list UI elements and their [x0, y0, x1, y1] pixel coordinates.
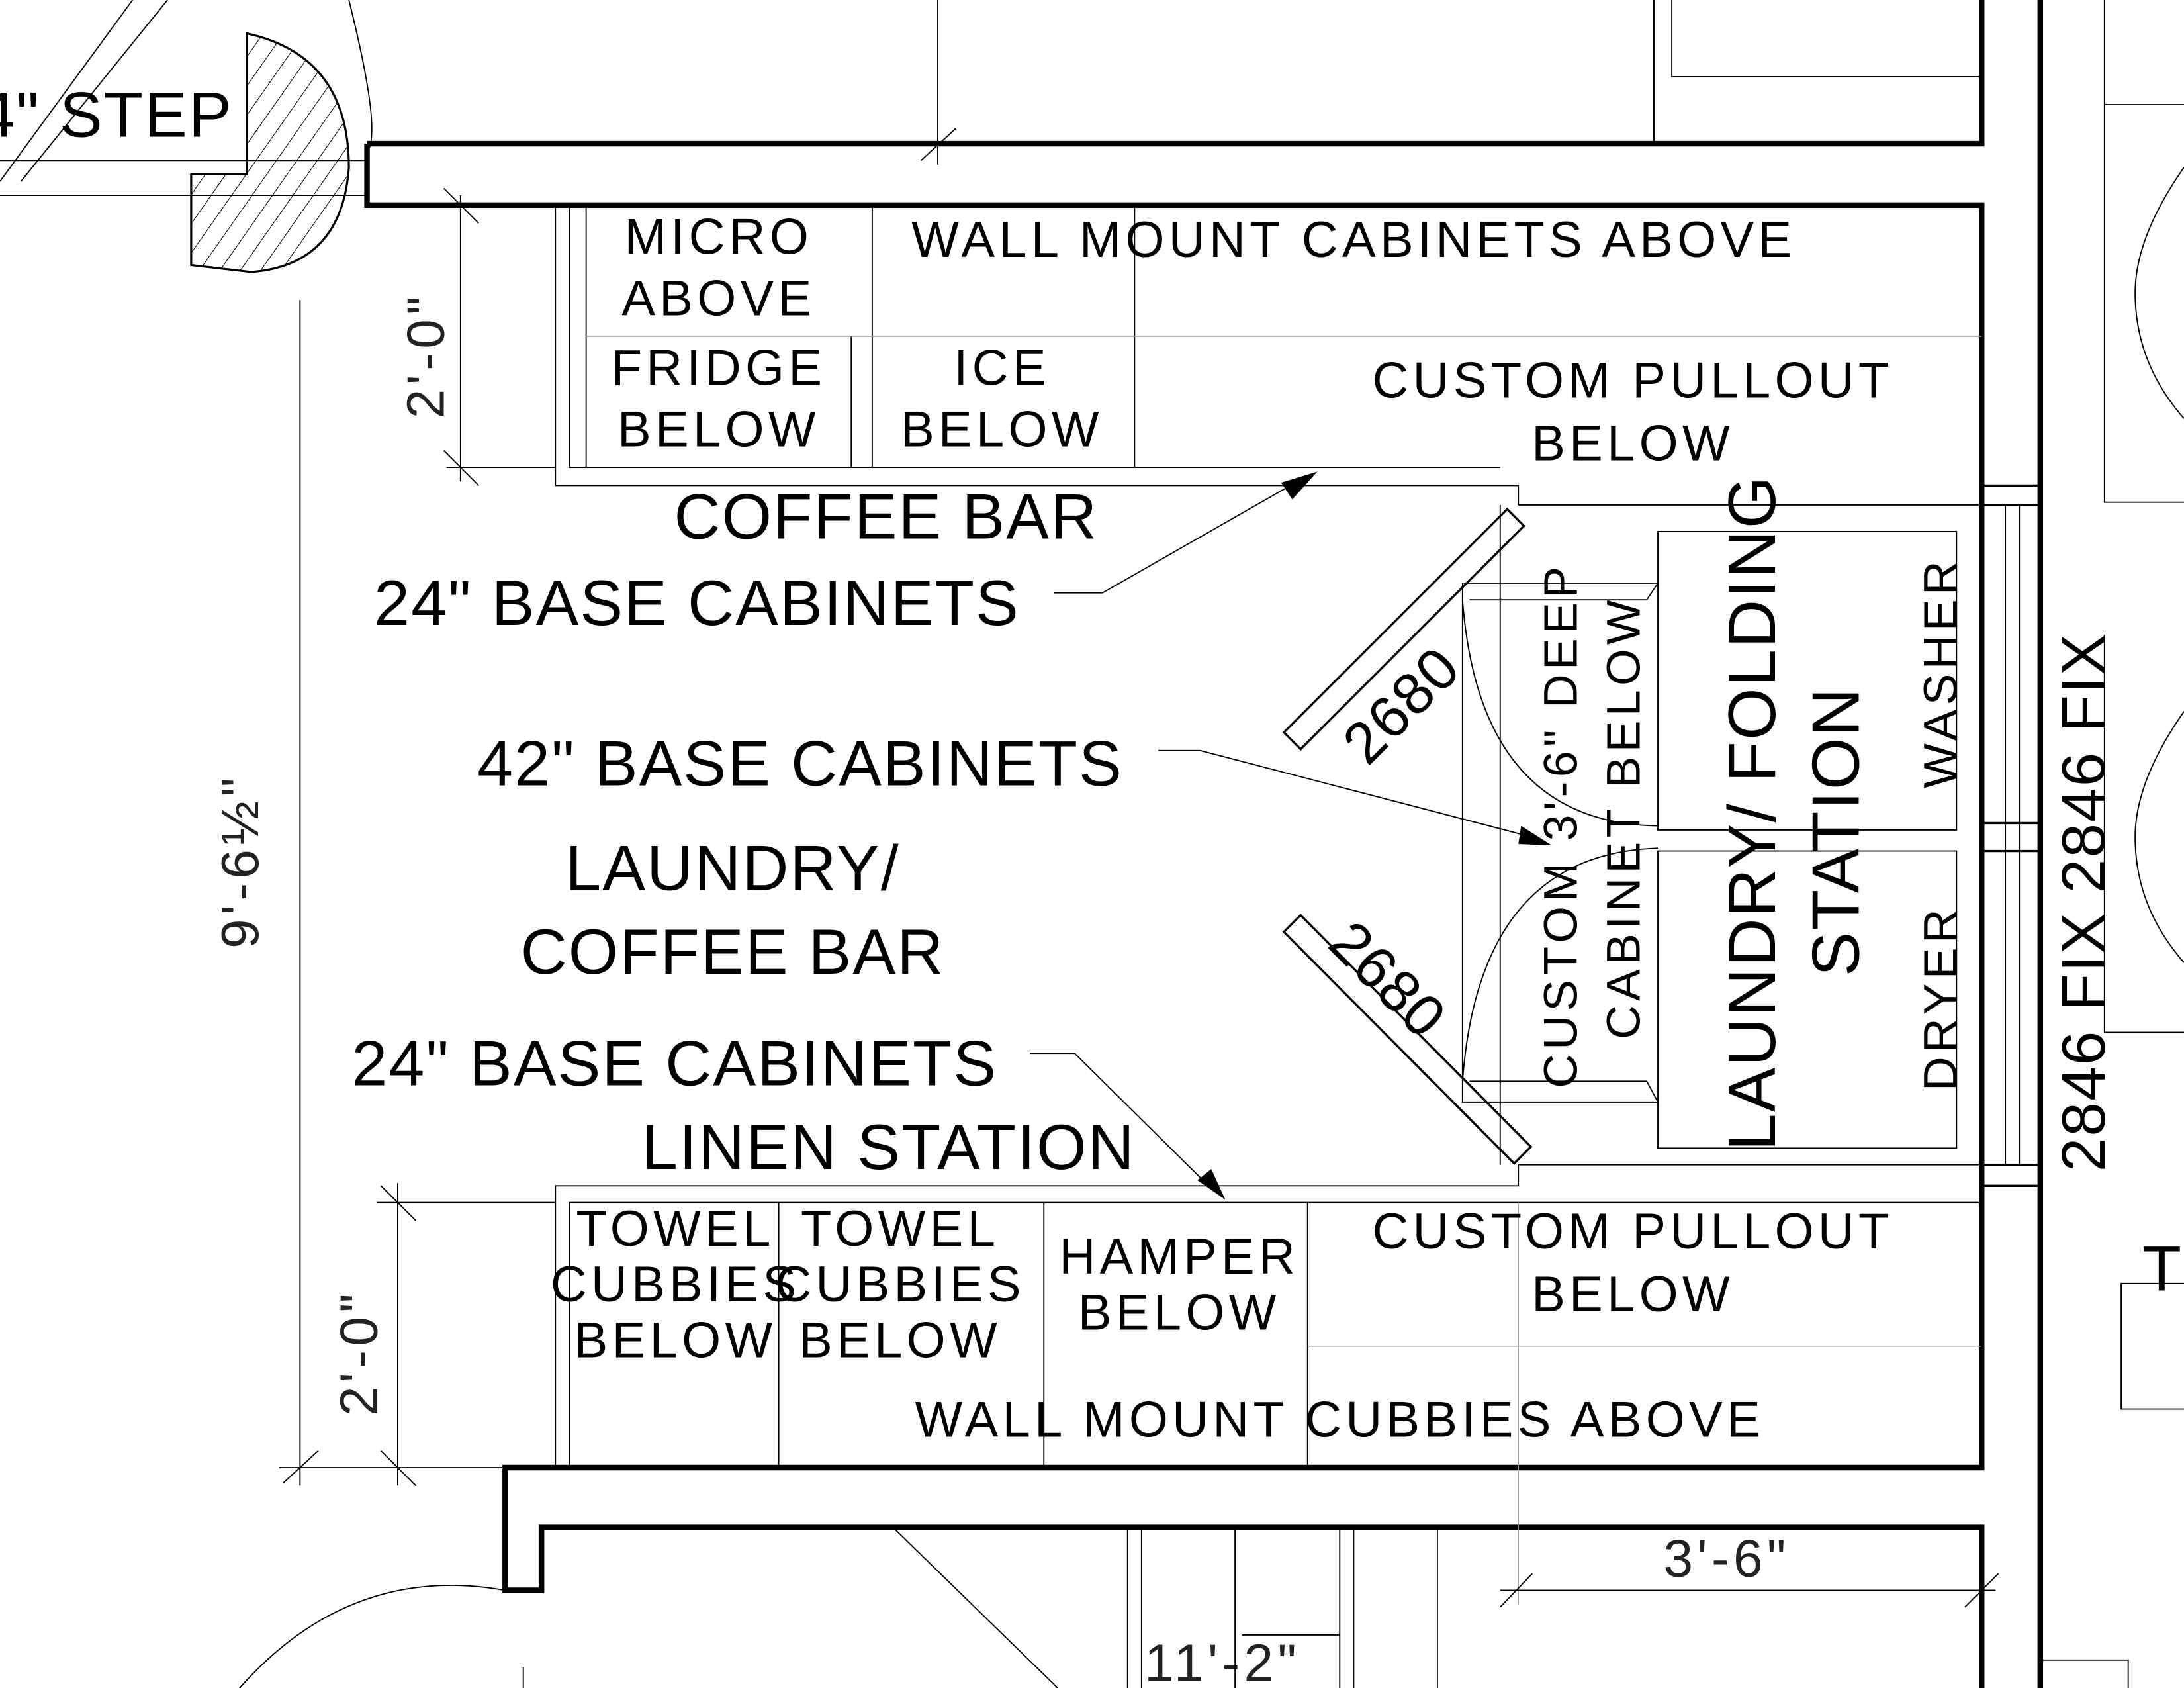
laundry-closet: 2680 2680 CUSTOM 3'-6" DEEP CABINET BELO…	[1282, 475, 1982, 1166]
custom-cabinet-label: CUSTOM 3'-6" DEEP	[1535, 563, 1588, 1088]
micro-label: ABOVE	[621, 270, 815, 326]
laundry-station-label: LAUNDRY/ FOLDING	[1715, 475, 1790, 1151]
room-depth-dimension: 9'-6½"	[210, 774, 269, 949]
custom-cabinet-label: CABINET BELOW	[1598, 596, 1651, 1039]
towel-cubbies-label: BELOW	[799, 1313, 1001, 1369]
hamper-label: HAMPER	[1059, 1229, 1299, 1285]
laundry-station-label: STATION	[1799, 686, 1874, 976]
coffee-bar-counter: MICRO ABOVE WALL MOUNT CABINETS ABOVE FR…	[374, 205, 1982, 639]
towel-cubbies-label: CUBBIES	[551, 1256, 800, 1313]
room-width-dimension: 11'-2"	[1144, 1632, 1300, 1688]
room-name: LAUNDRY/	[565, 832, 900, 904]
room-name: COFFEE BAR	[521, 915, 945, 988]
lower-counter-dimension: 2'-0"	[328, 1289, 388, 1416]
walls	[364, 0, 2184, 1688]
step-area: 4" STEP	[0, 0, 373, 273]
pullout-label: BELOW	[1531, 1266, 1734, 1323]
linen-cabinets-callout: 24" BASE CABINETS	[351, 1027, 997, 1100]
base-cabinets-42-callout: 42" BASE CABINETS	[477, 727, 1123, 800]
washer	[1657, 530, 1958, 831]
fridge-label: FRIDGE	[612, 340, 827, 397]
coffee-bar-cabinets-callout: 24" BASE CABINETS	[374, 567, 1020, 639]
towel-cubbies-label: BELOW	[574, 1313, 777, 1369]
micro-label: MICRO	[625, 209, 813, 265]
edge-letter: T	[2142, 1232, 2183, 1304]
pullout-label: CUSTOM PULLOUT	[1372, 353, 1893, 409]
fridge-label: BELOW	[617, 401, 820, 457]
hatched-column	[190, 32, 350, 273]
washer-label: WASHER	[1914, 557, 1967, 788]
door-size-label: 2680	[1330, 633, 1473, 776]
ice-label: BELOW	[901, 401, 1103, 457]
room-labels: 42" BASE CABINETS LAUNDRY/ COFFEE BAR	[477, 727, 1552, 988]
linen-station-callout: LINEN STATION	[642, 1111, 1136, 1183]
window-label: 2846 FIX 2846 FIX	[2049, 633, 2118, 1172]
hamper-label: BELOW	[1078, 1284, 1281, 1340]
upper-counter-dimension: 2'-0"	[396, 292, 455, 418]
dimensions: 9'-6½" 2'-0" 2'-0" 3'-6" 11'-2"	[210, 0, 1999, 1688]
ice-label: ICE	[954, 340, 1050, 397]
window: 2846 FIX 2846 FIX	[1981, 484, 2118, 1188]
wall-mount-cubbies-label: WALL MOUNT CUBBIES ABOVE	[915, 1392, 1765, 1448]
pullout-label: BELOW	[1531, 415, 1734, 471]
closet-width-dimension: 3'-6"	[1663, 1528, 1790, 1587]
adjacent-room: T	[238, 1232, 2183, 1688]
door-size-label: 2680	[1317, 908, 1459, 1051]
towel-cubbies-label: TOWEL	[801, 1201, 999, 1257]
step-label: 4" STEP	[0, 79, 233, 151]
linen-station-counter: 24" BASE CABINETS LINEN STATION TOWEL CU…	[351, 1027, 1982, 1605]
coffee-bar-callout: COFFEE BAR	[674, 480, 1098, 552]
pullout-label: CUSTOM PULLOUT	[1372, 1203, 1893, 1260]
dryer	[1657, 850, 1958, 1149]
wall-mount-cabinets-label: WALL MOUNT CABINETS ABOVE	[911, 212, 1796, 268]
dryer-label: DRYER	[1914, 905, 1967, 1091]
towel-cubbies-label: CUBBIES	[775, 1256, 1024, 1313]
towel-cubbies-label: TOWEL	[576, 1201, 775, 1257]
